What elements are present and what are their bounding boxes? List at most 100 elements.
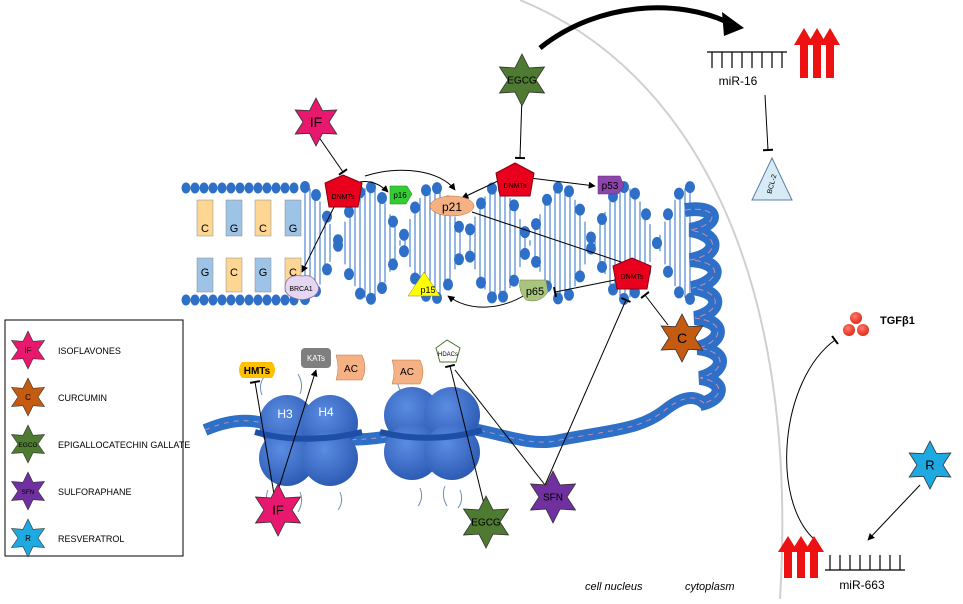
dna-double-helix <box>300 181 695 305</box>
helix-bead <box>377 192 387 205</box>
dna-bead <box>253 182 263 194</box>
svg-text:BRCA1: BRCA1 <box>289 286 312 293</box>
base-bottom-0: G <box>196 257 214 293</box>
star-label: IF <box>272 503 284 518</box>
helix-bead <box>608 283 618 296</box>
svg-text:p21: p21 <box>442 200 462 214</box>
cytoplasm-label: cytoplasm <box>685 581 735 593</box>
base-letter: G <box>230 223 239 235</box>
base-bottom-1: C <box>225 257 243 293</box>
dnmts-node-2: DNMTs <box>495 162 535 197</box>
dna-bead <box>244 182 254 194</box>
dna-bead <box>226 182 236 194</box>
cell-nucleus-label: cell nucleus <box>585 581 643 593</box>
hmts-tag: HMTs <box>239 362 275 378</box>
arrowhead-mir16 <box>722 12 744 36</box>
mir16-upregulation-arrows <box>794 28 840 78</box>
helix-bead <box>674 187 684 200</box>
svg-text:KATs: KATs <box>307 354 325 363</box>
helix-bead <box>520 247 530 260</box>
helix-bead <box>597 213 607 226</box>
helix-bead <box>311 188 321 201</box>
helix-bead <box>388 215 398 228</box>
svg-text:TGFβ1: TGFβ1 <box>880 315 915 327</box>
star-label: C <box>677 330 687 346</box>
base-letter: C <box>201 223 209 235</box>
histone-h3-label: H3 <box>277 407 293 421</box>
legend-abbr: R <box>25 534 31 543</box>
egcg-bottom-star: EGCG <box>462 495 510 549</box>
helix-bead <box>509 199 519 212</box>
nucleosome-left <box>254 395 363 486</box>
kats-tag: KATs <box>301 348 331 368</box>
mir663-upregulation-arrows <box>778 536 824 578</box>
star-label: EGCG <box>507 76 537 87</box>
tgfb1-node: TGFβ1 <box>843 312 915 336</box>
helix-bead <box>531 218 541 231</box>
base-top-3: G <box>284 199 302 237</box>
legend-name: ISOFLAVONES <box>58 346 121 356</box>
helix-bead <box>322 210 332 223</box>
svg-text:p65: p65 <box>526 286 544 298</box>
helix-bead <box>454 220 464 233</box>
p53-tag: p53 <box>597 175 625 195</box>
helix-bead <box>443 278 453 291</box>
helix-bead <box>421 184 431 197</box>
chromatin-coil <box>684 202 727 411</box>
dna-bead <box>271 294 281 306</box>
svg-text:miR-16: miR-16 <box>719 74 758 88</box>
dna-bead <box>217 182 227 194</box>
helix-bead <box>476 276 486 289</box>
if-bottom-star: IF <box>254 483 302 537</box>
dna-bead <box>289 182 299 194</box>
dna-bead <box>262 294 272 306</box>
base-top-2: C <box>254 199 272 237</box>
legend-star-icon <box>10 377 46 417</box>
helix-bead <box>597 260 607 273</box>
sfn-bottom-star: SFN <box>529 470 577 524</box>
base-letter: G <box>201 267 210 279</box>
helix-bead <box>685 292 695 305</box>
egcg-to-mir16-arrow <box>538 5 729 50</box>
dna-bead <box>181 182 191 194</box>
dna-bead <box>199 182 209 194</box>
legend-star-icon <box>10 471 46 511</box>
helix-bead <box>564 288 574 301</box>
base-top-1: G <box>225 199 243 237</box>
dnmts-node-3: DNMTs <box>612 257 652 290</box>
helix-bead <box>652 237 662 249</box>
legend-star-icon <box>10 518 46 558</box>
mir16-node: miR-16 <box>707 51 787 88</box>
c-right-star: C <box>660 313 704 363</box>
dna-bead <box>199 294 209 306</box>
brca1-tag: BRCA1 <box>284 275 319 300</box>
helix-bead <box>399 245 409 258</box>
svg-text:AC: AC <box>344 364 358 375</box>
legend-abbr: C <box>25 393 31 402</box>
svg-text:DNMTs: DNMTs <box>332 194 355 201</box>
dnmts-node-1: DNMTs <box>324 174 363 208</box>
legend-star-icon <box>10 424 46 464</box>
ac-tag-left: AC <box>335 354 366 381</box>
r-right-star: R <box>908 440 952 490</box>
dna-bead <box>262 182 272 194</box>
star-label: SFN <box>543 493 563 504</box>
svg-text:DNMTs: DNMTs <box>504 183 527 190</box>
p21-tag: p21 <box>429 195 475 217</box>
helix-bead <box>663 265 673 278</box>
helix-bead <box>542 193 552 206</box>
ac-tag-right: AC <box>391 359 424 385</box>
helix-bead <box>454 253 464 266</box>
legend-abbr: IF <box>24 346 31 355</box>
svg-text:DNMTs: DNMTs <box>621 274 644 281</box>
mir663-node: miR-663 <box>825 555 905 592</box>
helix-bead <box>476 197 486 210</box>
dna-bead <box>208 182 218 194</box>
